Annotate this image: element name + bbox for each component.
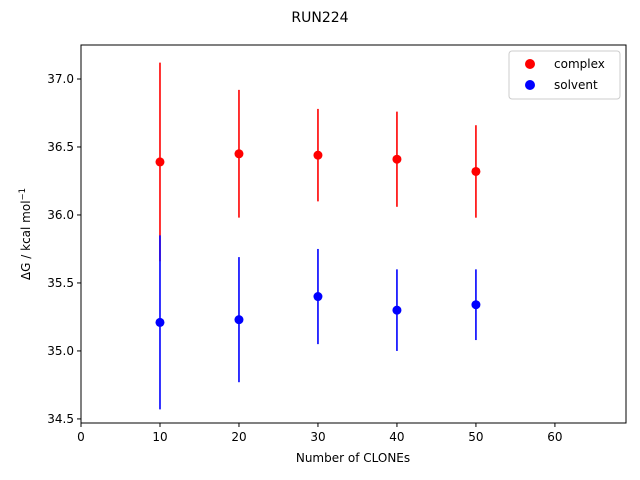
axes-frame	[80, 44, 627, 424]
y-tick-label: 35.5	[47, 276, 74, 290]
data-point-complex	[234, 149, 244, 159]
x-tick-label: 40	[389, 430, 404, 444]
x-tick-label: 0	[77, 430, 85, 444]
series-complex	[155, 62, 481, 262]
data-point-complex	[313, 150, 323, 160]
chart-title: RUN224	[291, 10, 348, 26]
legend: complex solvent	[508, 50, 621, 100]
y-axis-ticks: 34.5 35.0 35.5 36.0 36.5 37.0	[47, 72, 81, 426]
data-point-solvent	[155, 317, 165, 327]
plot-marks	[155, 62, 481, 410]
y-tick-label: 35.0	[47, 344, 74, 358]
data-point-complex	[155, 157, 165, 167]
y-axis-label: ΔG / kcal mol−1	[18, 188, 33, 280]
data-point-solvent	[313, 292, 323, 302]
x-axis-label: Number of CLONEs	[296, 451, 410, 465]
legend-box	[508, 50, 621, 100]
x-tick-label: 30	[310, 430, 325, 444]
y-tick-label: 36.0	[47, 208, 74, 222]
x-axis-ticks: 0 10 20 30 40 50 60	[77, 423, 563, 444]
y-tick-label: 37.0	[47, 72, 74, 86]
y-axis-label-superscript: −1	[18, 188, 28, 201]
data-point-solvent	[471, 300, 481, 310]
legend-marker-complex	[525, 59, 535, 69]
x-tick-label: 60	[547, 430, 562, 444]
data-point-complex	[392, 154, 402, 164]
x-tick-label: 20	[231, 430, 246, 444]
legend-marker-solvent	[525, 80, 535, 90]
data-point-complex	[471, 166, 481, 176]
series-solvent	[155, 235, 481, 410]
data-point-solvent	[392, 305, 402, 315]
x-tick-label: 50	[468, 430, 483, 444]
data-point-solvent	[234, 315, 244, 325]
y-tick-label: 34.5	[47, 412, 74, 426]
y-tick-label: 36.5	[47, 140, 74, 154]
legend-label-solvent: solvent	[554, 78, 598, 92]
legend-label-complex: complex	[554, 57, 605, 71]
x-tick-label: 10	[152, 430, 167, 444]
y-axis-label-main: ΔG / kcal mol	[19, 200, 33, 280]
